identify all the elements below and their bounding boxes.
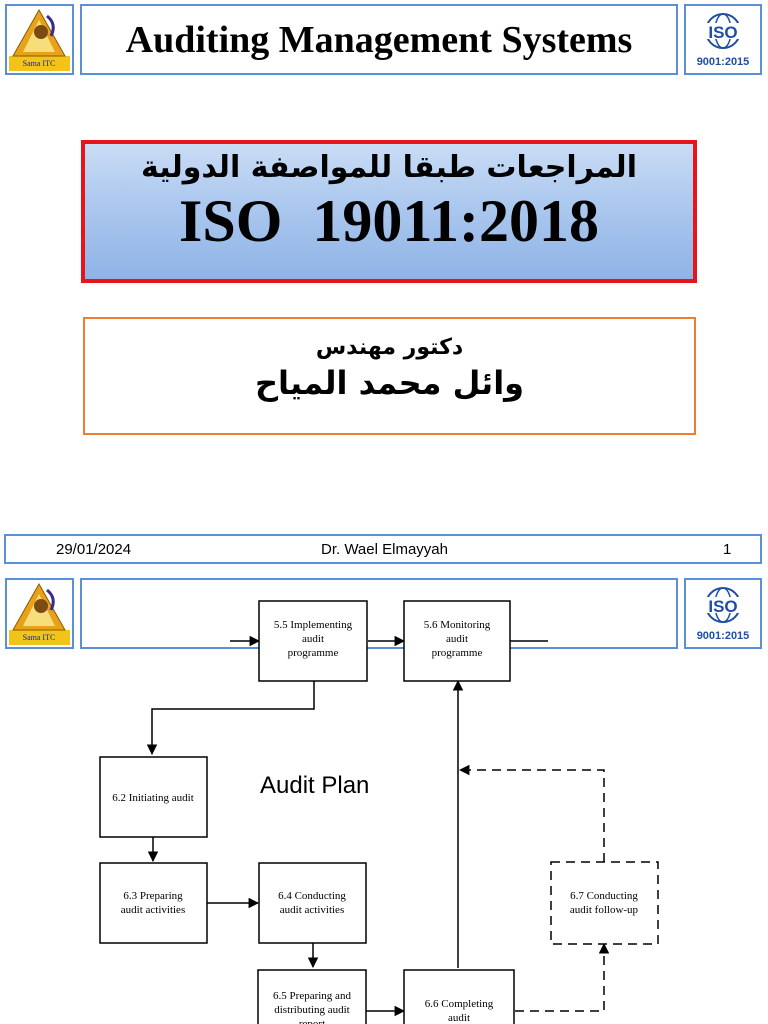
footer-page-number: 1 bbox=[723, 541, 732, 558]
iso-standard-number: ISO 19011:2018 bbox=[178, 188, 600, 254]
box-6-6-line-1: 6.6 Completing bbox=[425, 998, 494, 1010]
logo-icon: Sama ITC bbox=[9, 582, 70, 645]
author-title: دكتور مهندس bbox=[315, 335, 464, 360]
box-6-5-line-1: 6.5 Preparing and bbox=[273, 990, 351, 1002]
iso-badge-standard: 9001:2015 bbox=[697, 56, 750, 68]
box-6-5-line-3: report bbox=[299, 1018, 325, 1024]
slide-footer: 29/01/2024 Dr. Wael Elmayyah 1 bbox=[4, 534, 762, 564]
footer-author: Dr. Wael Elmayyah bbox=[321, 541, 448, 558]
box-6-5-report bbox=[257, 969, 367, 1024]
box-6-3-line-2: audit activities bbox=[121, 904, 185, 916]
iso-badge-bottom: ISO 9001:2015 bbox=[684, 578, 762, 649]
box-6-7-follow-up bbox=[550, 861, 659, 945]
arrow-5-5-to-6-2 bbox=[146, 681, 315, 756]
box-6-2-initiating bbox=[99, 756, 208, 838]
logo-caption: Sama ITC bbox=[23, 633, 56, 642]
box-6-6-completing bbox=[403, 969, 515, 1024]
dashed-arrow-6-6-to-6-7 bbox=[515, 942, 610, 1012]
iso-logo-icon: ISO 9001:2015 bbox=[697, 13, 750, 68]
page-title: Auditing Management Systems bbox=[125, 18, 633, 61]
box-6-3-line-1: 6.3 Preparing bbox=[123, 890, 183, 902]
iso-badge-standard: 9001:2015 bbox=[697, 630, 750, 642]
iso-badge-label: ISO bbox=[708, 597, 737, 616]
logo-icon: Sama ITC bbox=[9, 8, 70, 71]
box-6-4-line-2: audit activities bbox=[280, 904, 344, 916]
box-6-5-line-2: distributing audit bbox=[274, 1004, 349, 1016]
box-6-4-conducting bbox=[258, 862, 367, 944]
author-block: دكتور مهندس وائل محمد المياح bbox=[83, 317, 696, 435]
box-6-7-line-1: 6.7 Conducting bbox=[570, 890, 638, 902]
header-title-box-empty bbox=[80, 578, 678, 649]
header-title-box: Auditing Management Systems bbox=[80, 4, 678, 75]
iso-badge-label: ISO bbox=[708, 23, 737, 42]
company-logo-bottom: Sama ITC bbox=[5, 578, 74, 649]
dashed-arrow-6-7-to-5-6 bbox=[458, 764, 605, 862]
author-name: وائل محمد المياح bbox=[254, 364, 525, 402]
box-6-2-line-1: 6.2 Initiating audit bbox=[112, 792, 194, 804]
iso-badge-top: ISO 9001:2015 bbox=[684, 4, 762, 75]
iso-logo-icon: ISO 9001:2015 bbox=[697, 587, 750, 642]
box-6-4-line-1: 6.4 Conducting bbox=[278, 890, 346, 902]
box-6-7-line-2: audit follow-up bbox=[570, 904, 639, 916]
arabic-title: المراجعات طبقا للمواصفة الدولية bbox=[141, 150, 637, 185]
footer-date: 29/01/2024 bbox=[56, 541, 132, 558]
box-6-6-line-2: audit bbox=[448, 1012, 470, 1024]
logo-caption: Sama ITC bbox=[23, 59, 56, 68]
company-logo-top: Sama ITC bbox=[5, 4, 74, 75]
title-block: المراجعات طبقا للمواصفة الدولية ISO 1901… bbox=[81, 140, 697, 283]
box-6-3-preparing bbox=[99, 862, 208, 944]
audit-plan-label: Audit Plan bbox=[260, 772, 369, 799]
